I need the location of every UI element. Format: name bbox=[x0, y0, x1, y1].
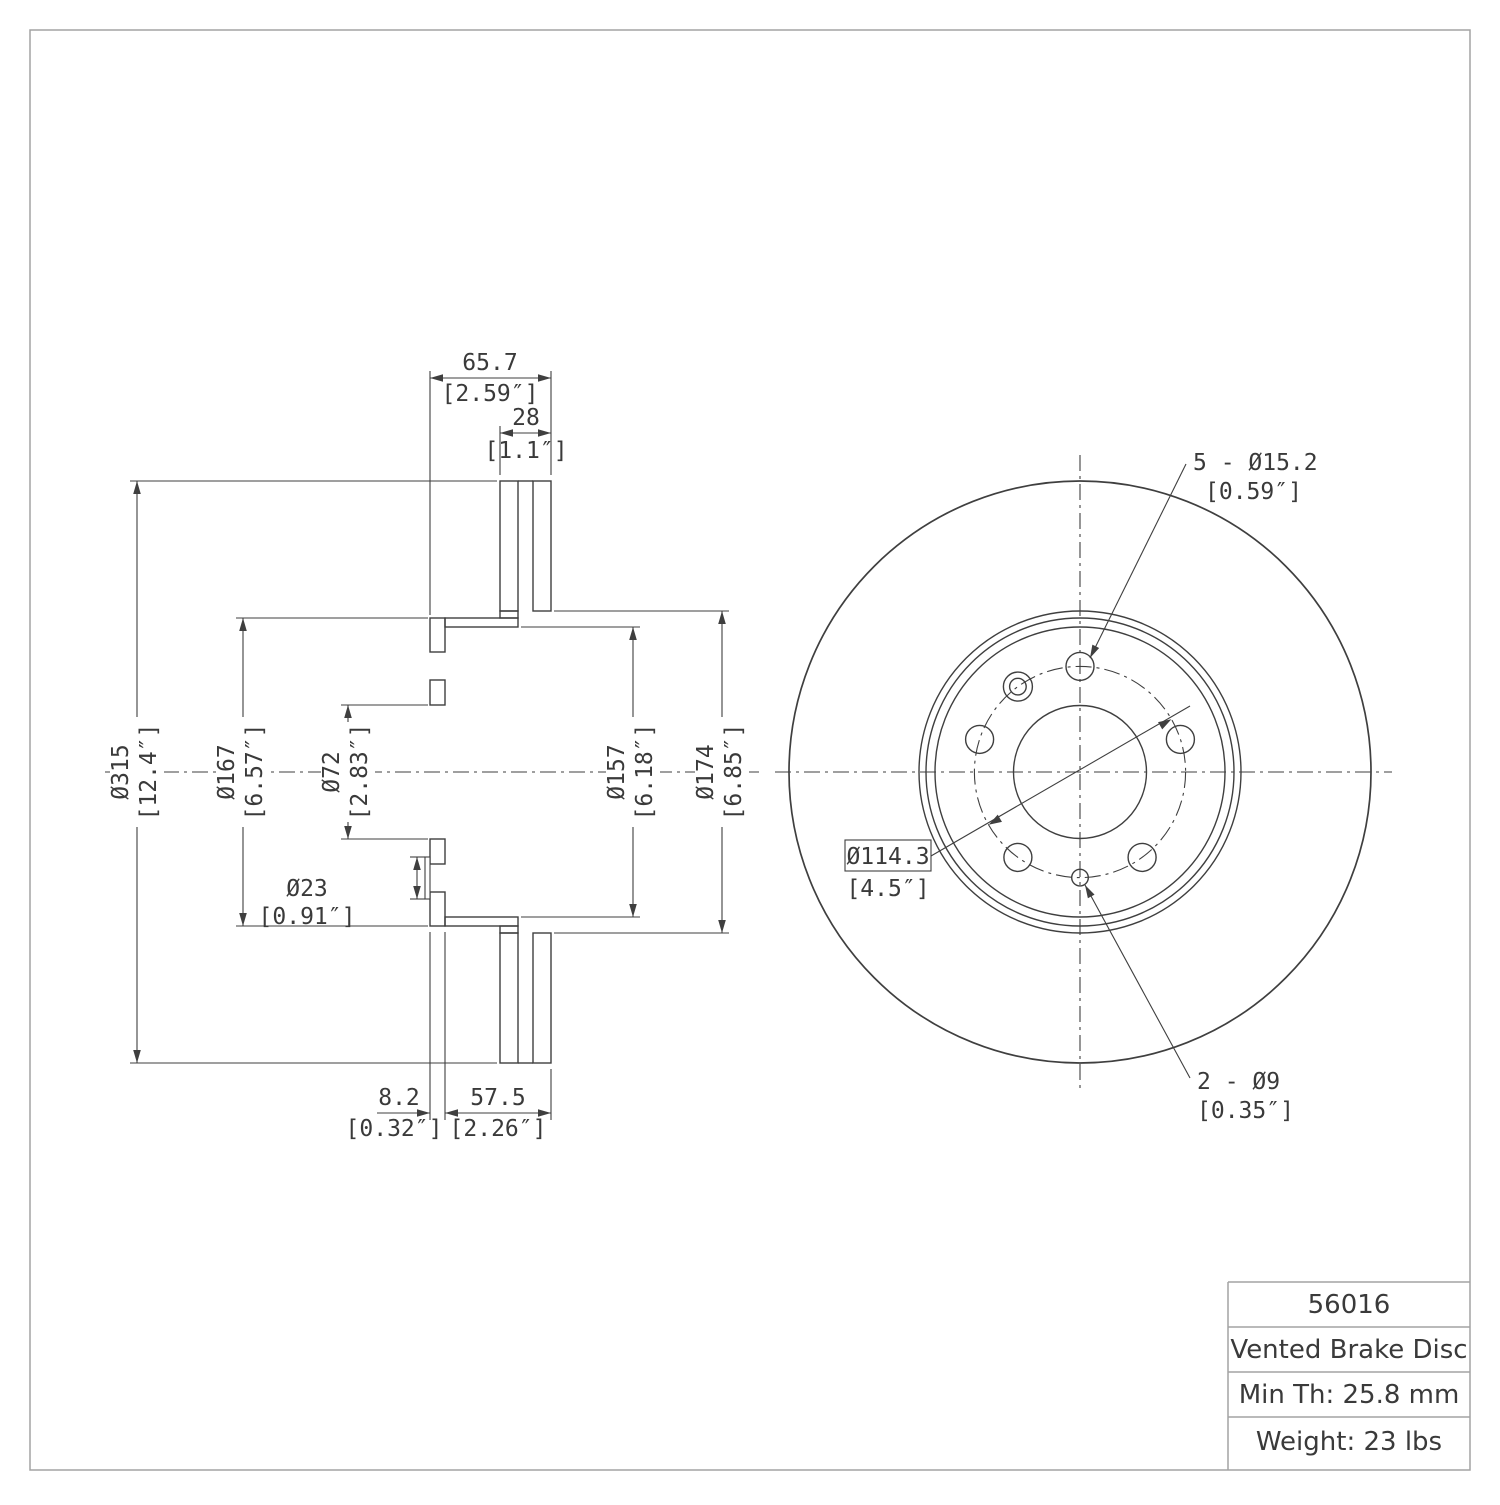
dim-drum-dia-mm: Ø157 bbox=[604, 744, 630, 799]
dim-hat-wall: 8.2 [0.32″] bbox=[346, 932, 446, 1142]
weight: Weight: 23 lbs bbox=[1256, 1427, 1442, 1457]
page-border bbox=[29, 29, 1471, 1471]
dim-total-width-mm: 65.7 bbox=[462, 350, 517, 376]
hat-drum-top bbox=[444, 617, 519, 628]
callout-service-holes-label: 2 - Ø9 bbox=[1197, 1069, 1280, 1095]
dim-bore-diameter: Ø72 [2.83″] bbox=[319, 704, 428, 840]
part-number: 56016 bbox=[1308, 1290, 1391, 1320]
dim-drum-dia-in: [6.18″] bbox=[632, 724, 658, 821]
drum-circle bbox=[934, 626, 1226, 918]
service-hole-2 bbox=[1070, 868, 1089, 887]
dim-hat-wall-in: [0.32″] bbox=[346, 1116, 443, 1142]
callout-bolt-holes: 5 - Ø15.2 [0.59″] bbox=[1089, 450, 1318, 659]
title-block: 56016 Vented Brake Disc Min Th: 25.8 mm … bbox=[1227, 1281, 1470, 1470]
dim-bore-dia-mm: Ø72 bbox=[319, 751, 345, 793]
section-view: Ø315 [12.4″] Ø167 [6.57″] Ø72 [2.83″] Ø2… bbox=[105, 350, 762, 1142]
bolt-circle bbox=[973, 665, 1187, 879]
bolt-hole-4 bbox=[1127, 842, 1157, 873]
callout-bolt-holes-label: 5 - Ø15.2 bbox=[1193, 450, 1318, 476]
min-thickness: Min Th: 25.8 mm bbox=[1239, 1380, 1460, 1410]
dim-outer-diameter: Ø315 [12.4″] bbox=[108, 480, 497, 1064]
friction-plate-inboard-top bbox=[532, 480, 552, 612]
dim-total-width: 65.7 [2.59″] bbox=[429, 350, 552, 615]
band-inner-circle bbox=[918, 610, 1242, 934]
dim-disc-thickness: 28 [1.1″] bbox=[484, 405, 568, 475]
dim-bolt-circle: Ø114.3 [4.5″] bbox=[844, 705, 1191, 902]
service-hole-1-counterbore bbox=[1002, 671, 1034, 702]
bolt-circle-label-box bbox=[844, 839, 932, 872]
dim-hat-depth-in: [2.26″] bbox=[450, 1116, 547, 1142]
dim-hat-depth: 57.5 [2.26″] bbox=[445, 1069, 552, 1142]
dim-outer-dia-in: [12.4″] bbox=[136, 724, 162, 821]
friction-plate-inboard-bottom bbox=[532, 932, 552, 1064]
bolt-hole-2 bbox=[964, 724, 995, 755]
dim-spotface-mm: Ø23 bbox=[286, 876, 328, 902]
bolt-hole-1 bbox=[1065, 651, 1095, 682]
callout-service-holes: 2 - Ø9 [0.35″] bbox=[1084, 884, 1294, 1124]
dim-bore-dia-in: [2.83″] bbox=[347, 724, 373, 821]
mount-plate-bottom-b bbox=[429, 891, 446, 927]
dim-hat-wall-mm: 8.2 bbox=[378, 1085, 420, 1111]
dim-hat-dia-in: [6.57″] bbox=[242, 724, 268, 821]
mount-plate-top-a bbox=[429, 617, 446, 653]
dim-spotface-in: [0.91″] bbox=[259, 904, 356, 930]
dim-disc-thickness-in: [1.1″] bbox=[484, 438, 567, 464]
dim-spotface-diameter: Ø23 [0.91″] bbox=[259, 856, 425, 930]
dim-total-width-in: [2.59″] bbox=[442, 381, 539, 407]
dim-drum-diameter: Ø157 [6.18″] bbox=[521, 626, 660, 918]
dim-hat-diameter: Ø167 [6.57″] bbox=[214, 617, 428, 927]
outer-diameter-circle bbox=[788, 480, 1372, 1064]
friction-plate-outboard-bottom bbox=[499, 932, 519, 1064]
hat-neck-bottom bbox=[499, 925, 519, 934]
service-hole-1 bbox=[1008, 677, 1027, 696]
callout-service-holes-in: [0.35″] bbox=[1197, 1098, 1294, 1124]
mount-plate-top-b bbox=[429, 679, 446, 706]
part-name: Vented Brake Disc bbox=[1230, 1335, 1467, 1365]
dim-hat-depth-mm: 57.5 bbox=[470, 1085, 525, 1111]
bolt-hole-5 bbox=[1165, 724, 1196, 755]
friction-plate-outboard-top bbox=[499, 480, 519, 612]
mount-plate-bottom-a bbox=[429, 838, 446, 865]
dim-band-dia-in: [6.85″] bbox=[721, 724, 747, 821]
hat-edge-circle bbox=[925, 617, 1235, 927]
dim-outer-dia-mm: Ø315 bbox=[108, 744, 134, 799]
callout-bolt-holes-in: [0.59″] bbox=[1205, 479, 1302, 505]
dim-hat-dia-mm: Ø167 bbox=[214, 744, 240, 799]
dim-disc-thickness-mm: 28 bbox=[512, 405, 540, 431]
front-view: 5 - Ø15.2 [0.59″] 2 - Ø9 [0.35″] Ø114.3 … bbox=[775, 450, 1392, 1124]
spotface-clear bbox=[425, 857, 430, 899]
spotface-step bbox=[424, 856, 431, 900]
dim-band-dia-mm: Ø174 bbox=[693, 744, 719, 799]
hat-drum-bottom bbox=[444, 916, 519, 927]
center-bore-circle bbox=[1012, 704, 1148, 840]
bolt-hole-3 bbox=[1003, 842, 1033, 873]
hat-neck-top bbox=[499, 610, 519, 619]
dim-bolt-circle-in: [4.5″] bbox=[846, 876, 929, 902]
dim-band-inner-diameter: Ø174 [6.85″] bbox=[554, 610, 749, 934]
dim-bolt-circle-mm: Ø114.3 bbox=[846, 844, 929, 870]
